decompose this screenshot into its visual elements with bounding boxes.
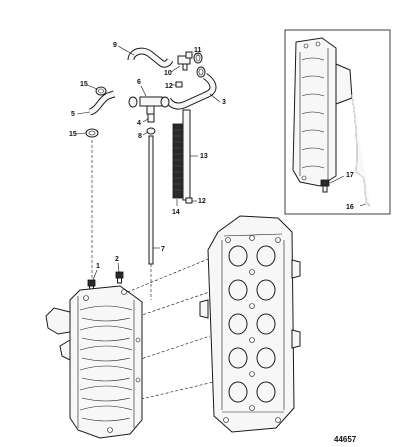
hose-9 xyxy=(127,47,174,68)
exhaust-manifold xyxy=(45,285,143,439)
hose-3 xyxy=(165,73,217,110)
callout-17: 17 xyxy=(346,172,354,179)
callout-9: 9 xyxy=(113,42,117,49)
callout-12a: 12 xyxy=(165,83,173,90)
callout-6: 6 xyxy=(137,79,141,86)
inset-bolt xyxy=(320,179,330,193)
callout-10: 10 xyxy=(164,70,172,77)
hose-14 xyxy=(172,123,183,199)
tube-7 xyxy=(148,135,154,265)
clamp-15b xyxy=(85,128,99,138)
callout-8: 8 xyxy=(138,133,142,140)
cylinder-head-bolt-holes xyxy=(223,235,281,423)
grommet-8 xyxy=(146,127,156,135)
hose-5 xyxy=(88,90,116,116)
plug-12a xyxy=(175,81,183,88)
inset-tube xyxy=(351,94,371,207)
inset-cylinder-block xyxy=(292,37,353,187)
fitting-10 xyxy=(177,51,193,71)
fitting-4 xyxy=(147,113,155,123)
clamp-15a xyxy=(95,86,107,96)
callout-3: 3 xyxy=(222,99,226,106)
callout-5: 5 xyxy=(71,111,75,118)
callout-16: 16 xyxy=(346,204,354,211)
callout-15a: 15 xyxy=(80,81,88,88)
clamp-11b xyxy=(196,66,206,78)
figure-number: 44657 xyxy=(334,435,357,444)
tee-fitting-6 xyxy=(128,96,170,115)
cylinder-head xyxy=(199,215,301,433)
callout-15b: 15 xyxy=(69,131,77,138)
callout-14: 14 xyxy=(172,209,180,216)
bolt-2 xyxy=(115,271,124,284)
callout-13: 13 xyxy=(200,153,208,160)
inset-detail-box: 17 16 xyxy=(284,29,391,215)
cylinder-head-ports xyxy=(228,245,276,403)
callout-7: 7 xyxy=(161,246,165,253)
callout-11: 11 xyxy=(194,47,202,54)
callout-12b: 12 xyxy=(198,198,206,205)
callout-2: 2 xyxy=(115,256,119,263)
plug-12b xyxy=(185,197,193,204)
sleeve-13 xyxy=(182,109,191,201)
callout-4: 4 xyxy=(137,120,141,127)
callout-1: 1 xyxy=(96,263,100,270)
